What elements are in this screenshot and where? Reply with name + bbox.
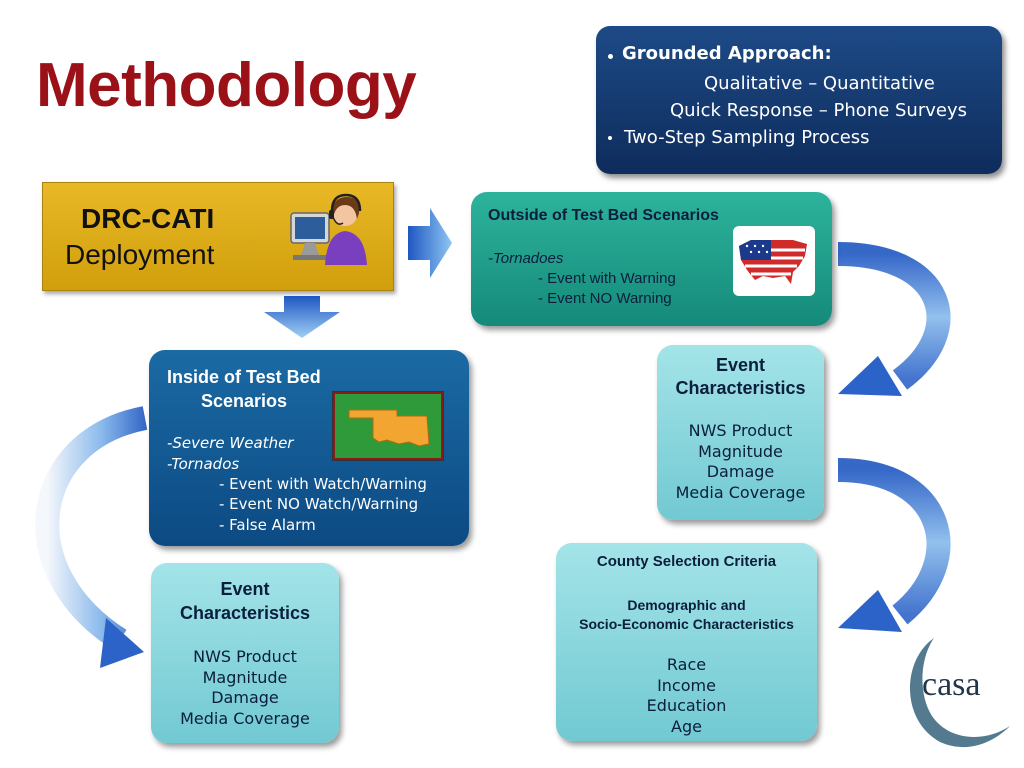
county-selection-box: County Selection Criteria Demographic an…	[556, 543, 817, 741]
event-right-item: Media Coverage	[675, 483, 806, 502]
inside-tornados: -Tornados	[167, 455, 240, 473]
county-title: County Selection Criteria	[596, 553, 777, 570]
curved-arrow-left	[35, 406, 148, 668]
county-item: Race	[666, 655, 707, 674]
page-title: Methodology	[36, 51, 417, 120]
event-left-title1: Event	[220, 579, 270, 599]
event-characteristics-left: Event Characteristics NWS Product Magnit…	[151, 563, 339, 743]
event-characteristics-right: Event Characteristics NWS Product Magnit…	[657, 345, 824, 520]
outside-test-bed-box: Outside of Test Bed Scenarios -Tornadoes…	[471, 192, 832, 326]
county-item: Age	[671, 717, 702, 736]
inside-test-bed-box: Inside of Test Bed Scenarios -Severe Wea…	[149, 350, 469, 546]
county-subtitle-1: Demographic and	[627, 597, 746, 613]
event-left-item: NWS Product	[193, 647, 297, 666]
inside-title-line1: Inside of Test Bed	[167, 367, 321, 387]
event-right-item: NWS Product	[688, 421, 793, 440]
right-arrow-icon	[408, 208, 452, 278]
drc-title: DRC-CATI	[81, 203, 215, 234]
inside-item-no-watch: - Event NO Watch/Warning	[219, 495, 419, 513]
event-right-item: Damage	[706, 462, 775, 481]
outside-title: Outside of Test Bed Scenarios	[488, 207, 719, 224]
curved-arrow-mid-right	[837, 458, 951, 632]
drc-cati-box: DRC-CATI Deployment	[42, 182, 394, 291]
approach-line-sampling: Two-Step Sampling Process	[624, 127, 870, 148]
down-arrow-icon	[264, 296, 340, 338]
event-right-title1: Event	[715, 355, 766, 375]
outside-item-no-warning: - Event NO Warning	[538, 290, 672, 307]
approach-heading: Grounded Approach	[622, 43, 825, 64]
bullet-icon	[608, 54, 613, 59]
outside-item-warning: - Event with Warning	[538, 270, 676, 287]
inside-item-watch-warning: - Event with Watch/Warning	[219, 475, 427, 493]
county-item: Education	[646, 696, 727, 715]
inside-item-false-alarm: - False Alarm	[219, 516, 316, 534]
event-left-title2: Characteristics	[179, 603, 311, 623]
casa-logo-text: casa	[922, 666, 981, 703]
approach-line-quick-response: Quick Response – Phone Surveys	[670, 100, 967, 121]
call-center-agent-icon	[290, 193, 367, 265]
outside-tornadoes: -Tornadoes	[488, 250, 564, 267]
approach-heading-colon: :	[824, 43, 832, 64]
inside-severe-weather: -Severe Weather	[167, 434, 294, 452]
event-left-item: Damage	[211, 688, 279, 707]
approach-box: Grounded Approach: Qualitative – Quantit…	[596, 26, 1002, 174]
drc-subtitle: Deployment	[65, 239, 215, 270]
oklahoma-map-icon	[348, 409, 430, 447]
us-flag-map-icon	[739, 240, 807, 284]
event-left-item: Media Coverage	[180, 709, 310, 728]
county-subtitle-2: Socio-Economic Characteristics	[579, 616, 794, 632]
casa-logo: casa	[894, 630, 1014, 750]
county-item: Income	[657, 676, 716, 695]
event-right-item: Magnitude	[698, 442, 783, 461]
event-left-item: Magnitude	[202, 668, 288, 687]
approach-line-qualitative: Qualitative – Quantitative	[704, 73, 935, 94]
curved-arrow-top-right	[837, 242, 951, 396]
event-right-title2: Characteristics	[675, 378, 806, 398]
bullet-icon	[608, 136, 612, 140]
inside-title-line2: Scenarios	[201, 391, 288, 411]
